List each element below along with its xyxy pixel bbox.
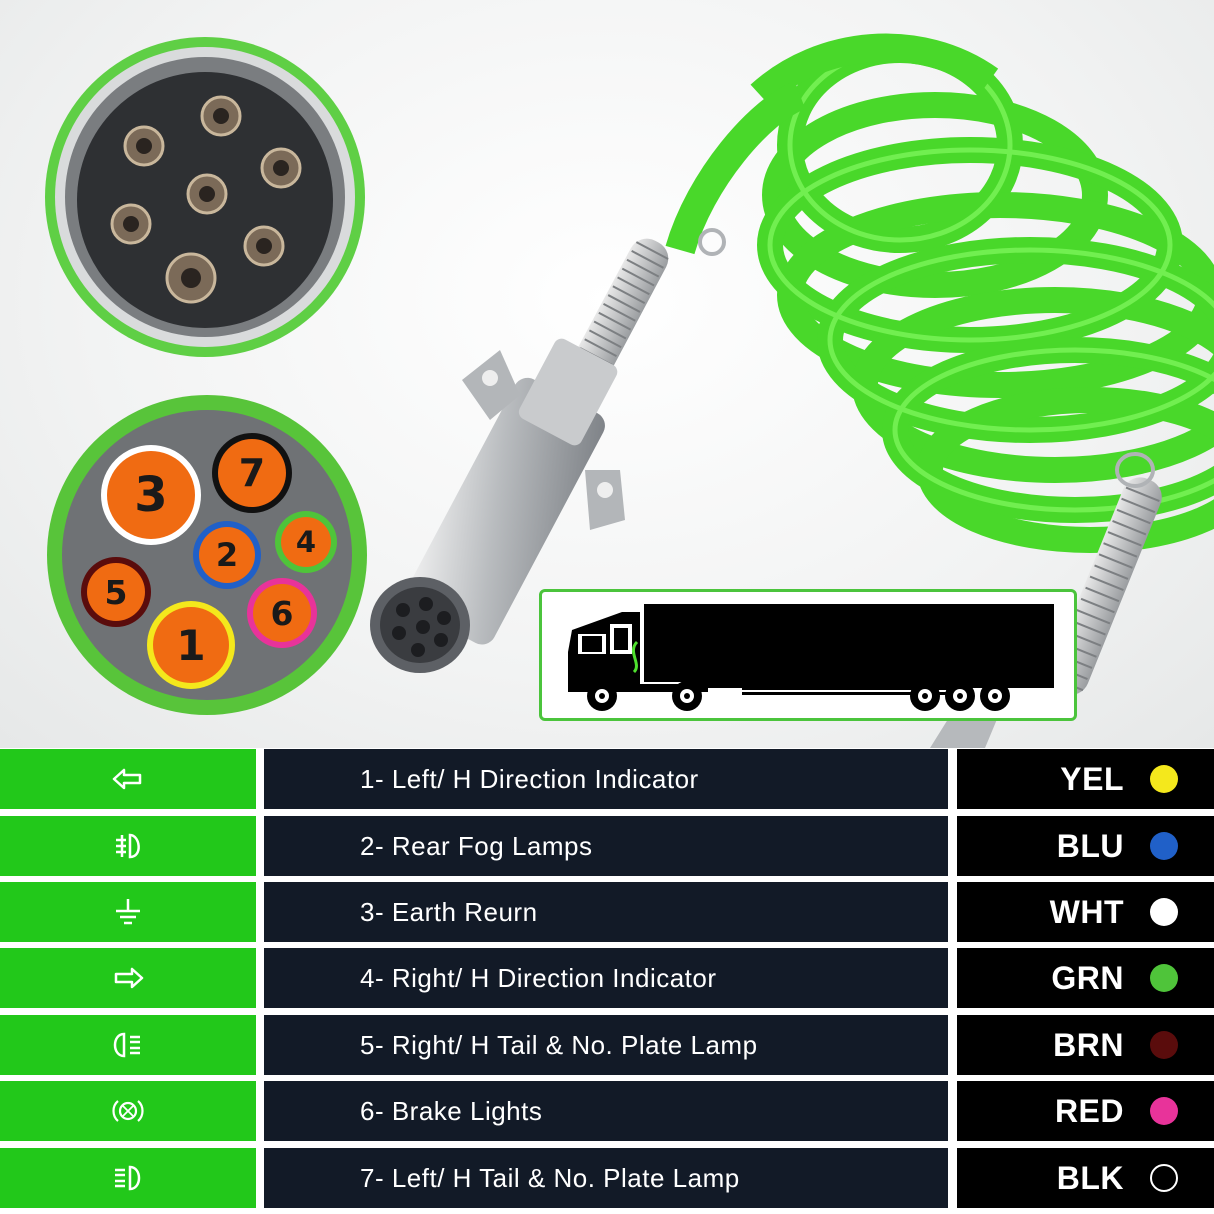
wire-color-code: WHT: [1049, 894, 1124, 930]
wiring-row: 3- Earth Reurn WHT: [0, 882, 1214, 942]
wiring-description: 5- Right/ H Tail & No. Plate Lamp: [360, 1029, 758, 1060]
wiring-row: 1- Left/ H Direction Indicator YEL: [0, 749, 1214, 809]
wiring-row: 2- Rear Fog Lamps BLU: [0, 816, 1214, 876]
wire-color-cell: YEL: [957, 749, 1214, 809]
wiring-row: 5- Right/ H Tail & No. Plate Lamp BRN: [0, 1015, 1214, 1075]
plug-body: [370, 338, 625, 673]
wire-color-code: GRN: [1051, 960, 1124, 996]
wiring-description: 4- Right/ H Direction Indicator: [360, 962, 717, 993]
pin-3: [107, 451, 195, 539]
wiring-icon-cell: [0, 1148, 256, 1208]
pin-number-3: 3: [134, 467, 168, 523]
wiring-description: 1- Left/ H Direction Indicator: [360, 763, 699, 794]
wire-color-cell: WHT: [957, 882, 1214, 942]
pin-5: [87, 563, 145, 621]
pin-2: [199, 527, 255, 583]
wiring-row: 4- Right/ H Direction Indicator GRN: [0, 948, 1214, 1008]
wiring-description: 7- Left/ H Tail & No. Plate Lamp: [360, 1162, 740, 1193]
wire-color-swatch: [1150, 964, 1178, 992]
wiring-row: 7- Left/ H Tail & No. Plate Lamp BLK: [0, 1148, 1214, 1208]
product-hero: 1 2 3 4 5 6 7: [0, 0, 1214, 748]
wire-color-code: RED: [1054, 1093, 1124, 1129]
wiring-description-cell: 6- Brake Lights: [264, 1081, 948, 1141]
pin-number-1: 1: [176, 620, 206, 670]
pin-number-6: 6: [270, 593, 294, 633]
wiring-description-cell: 2- Rear Fog Lamps: [264, 816, 948, 876]
pin-number-7: 7: [238, 451, 266, 495]
rear-fog-lamp-icon: [116, 833, 140, 859]
wiring-icon-cell: [0, 749, 256, 809]
wire-color-cell: BRN: [957, 1015, 1214, 1075]
wiring-description: 6- Brake Lights: [360, 1095, 543, 1126]
pin-7: [218, 439, 286, 507]
wiring-icon-cell: [0, 816, 256, 876]
wiring-description: 2- Rear Fog Lamps: [360, 830, 593, 861]
wire-color-cell: BLK: [957, 1148, 1214, 1208]
wire-color-code: BRN: [1053, 1027, 1124, 1063]
pin-number-5: 5: [104, 572, 128, 612]
wire-color-code: BLU: [1056, 828, 1124, 864]
wiring-description-cell: 3- Earth Reurn: [264, 882, 948, 942]
wire-color-swatch: [1150, 1164, 1178, 1192]
pin-1: [153, 607, 229, 683]
wiring-icon-cell: [0, 1015, 256, 1075]
wiring-icon-cell: [0, 1081, 256, 1141]
wire-color-cell: BLU: [957, 816, 1214, 876]
socket-photo: [45, 37, 365, 357]
pin-diagram-pins: [81, 433, 337, 689]
cable-coil: [757, 37, 1214, 553]
wiring-description: 3- Earth Reurn: [360, 896, 538, 927]
wire-color-swatch: [1150, 898, 1178, 926]
wiring-table: 1- Left/ H Direction Indicator YEL 2- Rear…: [0, 749, 1214, 1214]
pin-4: [281, 517, 331, 567]
wire-color-swatch: [1150, 1031, 1178, 1059]
wire-color-swatch: [1150, 1097, 1178, 1125]
wire-color-cell: GRN: [957, 948, 1214, 1008]
wiring-description-cell: 4- Right/ H Direction Indicator: [264, 948, 948, 1008]
tail-lamp-left-icon: [115, 1165, 141, 1191]
coiled-cable-illustration: [45, 33, 1214, 748]
wiring-description-cell: 1- Left/ H Direction Indicator: [264, 749, 948, 809]
wire-color-cell: RED: [957, 1081, 1214, 1141]
wiring-description-cell: 7- Left/ H Tail & No. Plate Lamp: [264, 1148, 948, 1208]
pin-6: [253, 584, 311, 642]
wiring-description-cell: 5- Right/ H Tail & No. Plate Lamp: [264, 1015, 948, 1075]
wire-color-swatch: [1150, 832, 1178, 860]
wiring-row: 6- Brake Lights RED: [0, 1081, 1214, 1141]
truck-illustration: [539, 589, 1077, 721]
brake-light-icon: [112, 1100, 144, 1122]
wiring-icon-cell: [0, 948, 256, 1008]
right-arrow-icon: [114, 967, 144, 989]
wire-color-code: BLK: [1056, 1160, 1124, 1196]
tail-lamp-right-icon: [113, 1032, 140, 1058]
wire-color-swatch: [1150, 765, 1178, 793]
pin-number-4: 4: [295, 525, 317, 559]
wire-color-code: YEL: [1060, 761, 1124, 797]
ground-icon: [116, 899, 140, 925]
wiring-icon-cell: [0, 882, 256, 942]
left-arrow-icon: [112, 768, 142, 790]
pin-number-2: 2: [215, 536, 239, 574]
